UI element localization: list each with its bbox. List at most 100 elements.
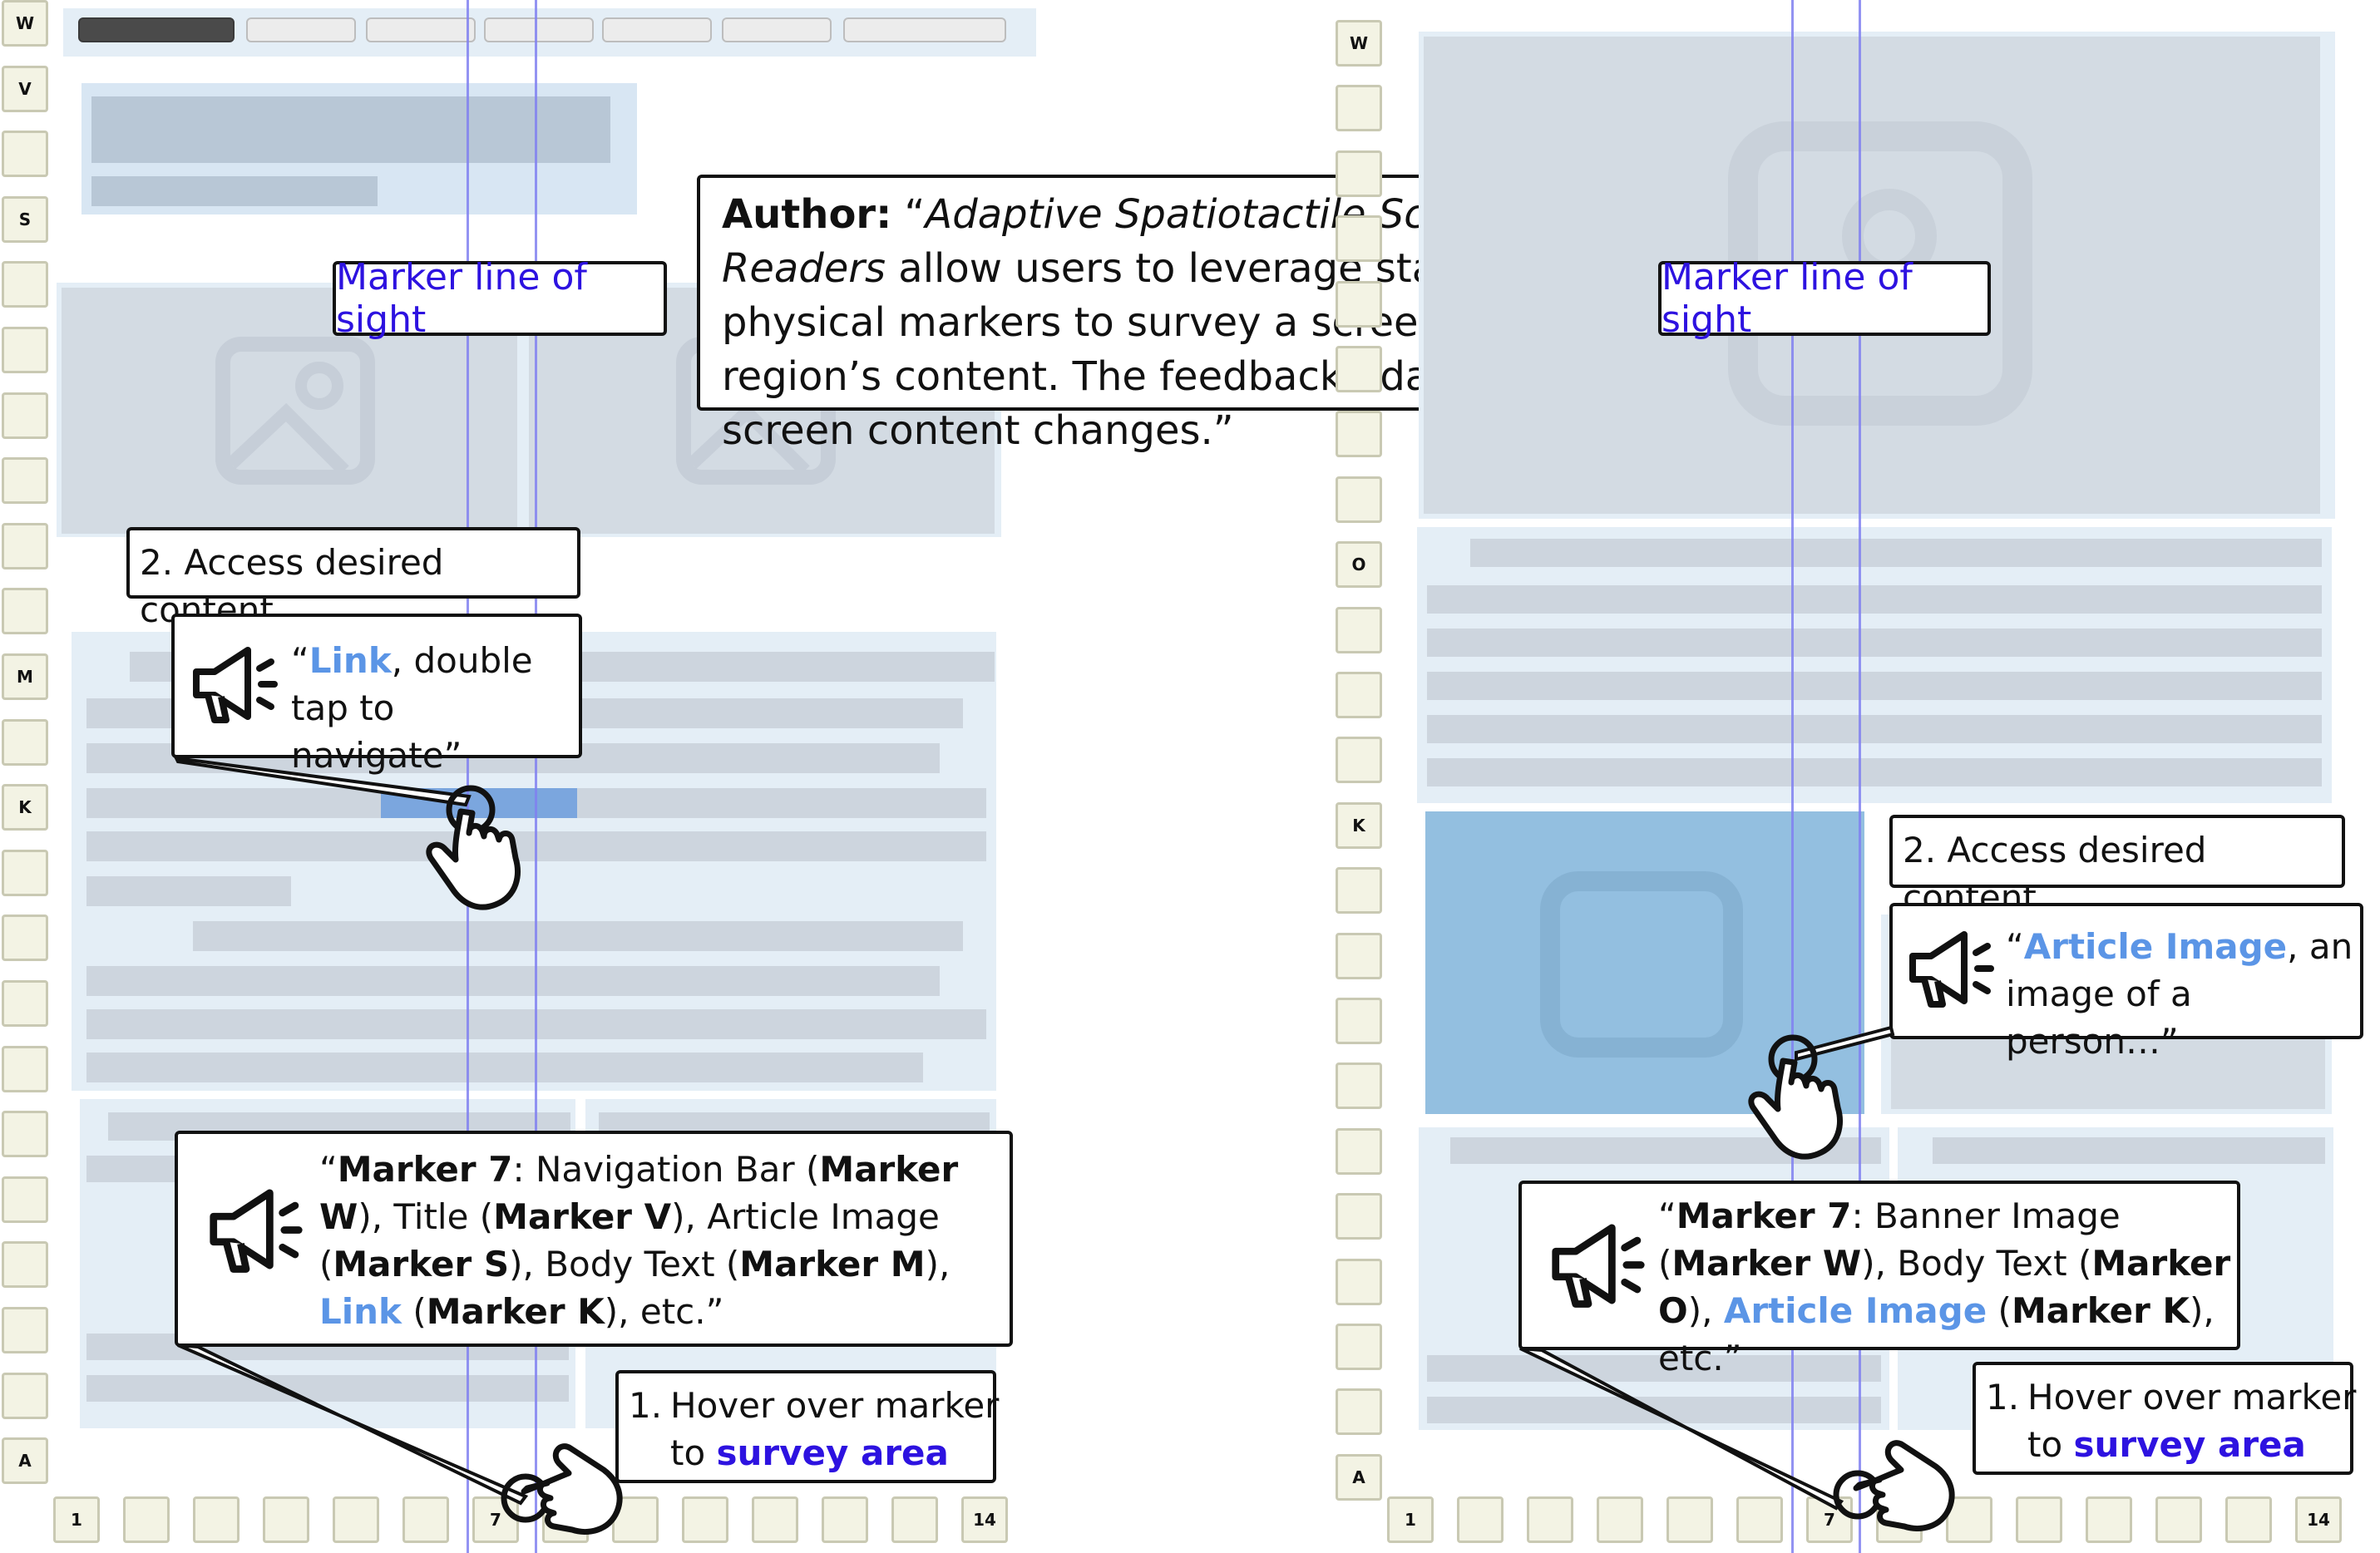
- marker-tile[interactable]: [1336, 215, 1382, 263]
- marker-tile[interactable]: [1527, 1496, 1573, 1543]
- marker-tile[interactable]: [1336, 85, 1382, 132]
- marker-tile[interactable]: [891, 1496, 938, 1543]
- marker-tile[interactable]: W: [1336, 20, 1382, 67]
- marker-tile[interactable]: [1336, 476, 1382, 523]
- marker-tile[interactable]: [1336, 867, 1382, 915]
- marker-tile[interactable]: [1336, 606, 1382, 653]
- marker-tile[interactable]: [2, 131, 48, 178]
- marker-tile[interactable]: [2, 1111, 48, 1158]
- marker-tile[interactable]: [2, 588, 48, 635]
- marker-tile[interactable]: [263, 1496, 309, 1543]
- nav-tab[interactable]: [843, 17, 1006, 42]
- subtitle-text-block: [91, 176, 378, 206]
- pointing-hand-icon: [501, 1443, 623, 1535]
- marker-tile[interactable]: [1736, 1496, 1783, 1543]
- marker-tile[interactable]: [2, 1241, 48, 1289]
- marker-tile[interactable]: [1336, 150, 1382, 197]
- marker-tile[interactable]: [682, 1496, 728, 1543]
- marker-tile[interactable]: [752, 1496, 798, 1543]
- marker-tile[interactable]: [2, 457, 48, 505]
- text-line: [1933, 1137, 2325, 1164]
- marker-tile[interactable]: [123, 1496, 170, 1543]
- marker-tile[interactable]: [1336, 1258, 1382, 1305]
- marker-tile[interactable]: [2225, 1496, 2272, 1543]
- nav-tab[interactable]: [78, 17, 235, 42]
- marker-tile[interactable]: [402, 1496, 449, 1543]
- marker-tile[interactable]: 1: [1387, 1496, 1434, 1543]
- marker-tile[interactable]: [1457, 1496, 1504, 1543]
- marker-tile[interactable]: [1336, 1324, 1382, 1370]
- marker-tile[interactable]: [2, 915, 48, 962]
- marker-tile[interactable]: [2, 1176, 48, 1223]
- megaphone-icon: [1552, 1224, 1645, 1308]
- marker-tile[interactable]: [2086, 1496, 2132, 1543]
- text-line: [86, 966, 940, 996]
- marker-tile[interactable]: V: [2, 65, 48, 112]
- marker-tile[interactable]: S: [2, 195, 48, 243]
- marker-tile[interactable]: [1666, 1496, 1713, 1543]
- marker-tile[interactable]: [822, 1496, 868, 1543]
- marker-tile[interactable]: 14: [961, 1496, 1008, 1543]
- marker-tile[interactable]: [2, 718, 48, 766]
- marker-tile[interactable]: K: [1336, 801, 1382, 849]
- los-label: Marker line of sight: [1658, 256, 1991, 341]
- step-number: 1.: [629, 1385, 663, 1426]
- los-label: Marker line of sight: [333, 256, 667, 341]
- nav-tab[interactable]: [602, 17, 712, 42]
- marker-tile[interactable]: [2, 980, 48, 1027]
- marker-tile[interactable]: [2, 1045, 48, 1092]
- callout-tail: [177, 1343, 529, 1506]
- marker-tile[interactable]: O: [1336, 541, 1382, 589]
- marker-tile[interactable]: [1336, 932, 1382, 979]
- step1-label: 1. Hover over marker to survey area: [615, 1370, 999, 1483]
- step2-speech-bubble: “Article Image, an image of a person…”: [1889, 903, 2363, 1062]
- text-line: [1427, 629, 2322, 657]
- marker-tile[interactable]: [1336, 1062, 1382, 1110]
- marker-tile[interactable]: [2, 1372, 48, 1419]
- step2-speech-bubble: “Link, double tap to navigate”: [171, 614, 582, 776]
- nav-tab[interactable]: [246, 17, 356, 42]
- marker-tile[interactable]: [1946, 1496, 1992, 1543]
- marker-tile[interactable]: [1336, 411, 1382, 458]
- marker-tile[interactable]: [193, 1496, 239, 1543]
- marker-tile[interactable]: [1336, 998, 1382, 1044]
- marker-tile[interactable]: A: [2, 1437, 48, 1485]
- marker-tile[interactable]: [1336, 1388, 1382, 1436]
- marker-tile[interactable]: [1336, 672, 1382, 718]
- line-of-sight: [1859, 0, 1861, 1553]
- marker-tile[interactable]: [333, 1496, 379, 1543]
- survey-area-text: survey area: [716, 1432, 949, 1473]
- marker-tile[interactable]: [1336, 737, 1382, 784]
- marker-tile[interactable]: [1336, 280, 1382, 328]
- nav-tab[interactable]: [366, 17, 476, 42]
- marker-tile[interactable]: 1: [53, 1496, 100, 1543]
- marker-tile[interactable]: [2155, 1496, 2202, 1543]
- marker-tile[interactable]: M: [2, 653, 48, 700]
- marker-tile[interactable]: [2, 261, 48, 308]
- marker-tile[interactable]: [1336, 1127, 1382, 1175]
- step2-label: 2. Access desired content: [1889, 815, 2345, 918]
- marker-tile[interactable]: [1336, 346, 1382, 392]
- callout-tail: [173, 756, 472, 807]
- marker-tile[interactable]: K: [2, 784, 48, 831]
- link-term: Link: [309, 640, 392, 681]
- marker-tile[interactable]: A: [1336, 1453, 1382, 1501]
- marker-tile[interactable]: [2, 1307, 48, 1353]
- marker-tile[interactable]: [2, 849, 48, 896]
- megaphone-icon: [193, 647, 278, 723]
- marker-tile[interactable]: [1336, 1193, 1382, 1240]
- megaphone-icon: [1909, 931, 1994, 1008]
- step1-speech-bubble: “Marker 7: Navigation Bar (Marker W), Ti…: [175, 1131, 1013, 1347]
- nav-tab[interactable]: [722, 17, 832, 42]
- marker-tile[interactable]: [2, 327, 48, 373]
- nav-tab[interactable]: [484, 17, 594, 42]
- marker-tile[interactable]: W: [2, 0, 48, 47]
- marker-tile[interactable]: [2, 522, 48, 569]
- marker-tile[interactable]: 14: [2295, 1496, 2342, 1543]
- pointing-hand-icon: [1748, 1034, 1843, 1160]
- marker-tile[interactable]: [1597, 1496, 1643, 1543]
- step1-label: 1. Hover over marker to survey area: [1973, 1362, 2356, 1475]
- image-placeholder-icon: [1540, 871, 1743, 1058]
- marker-tile[interactable]: [2016, 1496, 2062, 1543]
- marker-tile[interactable]: [2, 392, 48, 439]
